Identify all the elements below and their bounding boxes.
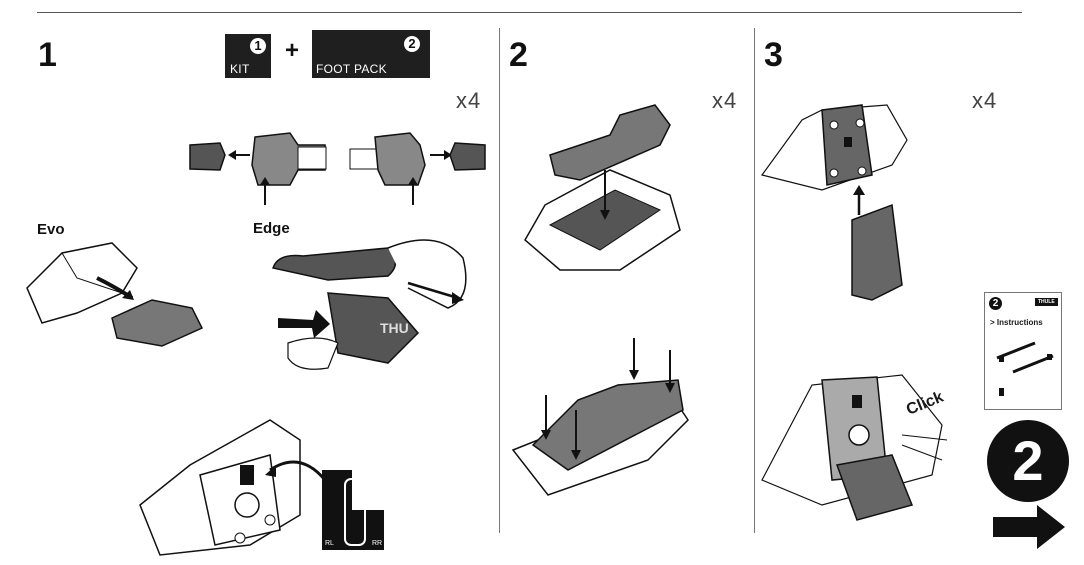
right-arrow-icon[interactable] — [993, 505, 1065, 549]
edge-label: Edge — [253, 220, 290, 237]
foot-pack-box: 2 FOOT PACK — [312, 30, 430, 78]
step-2-quantity: x4 — [712, 88, 738, 113]
foot-pack-label: FOOT PACK — [316, 62, 387, 76]
next-page-number: 2 — [987, 420, 1069, 502]
step-2-number: 2 — [509, 36, 528, 74]
booklet-title: > Instructions — [990, 318, 1043, 327]
label-rr: RR — [372, 540, 383, 547]
top-rule — [37, 12, 1022, 13]
evo-label: Evo — [37, 221, 65, 238]
foot-marking-illustration — [139, 419, 327, 556]
car-outline — [344, 478, 366, 546]
roof-bars-icon — [996, 341, 1054, 374]
bracket-click-illustration — [761, 374, 948, 521]
step-3-number: 3 — [764, 36, 783, 74]
kit-box: 1 KIT — [225, 34, 271, 78]
foot-pack-number: 2 — [404, 36, 420, 52]
booklet-brand: THULE — [1035, 298, 1058, 306]
label-fr: FR — [372, 505, 382, 512]
step-divider-1 — [499, 28, 500, 533]
plus-sign: + — [285, 37, 300, 64]
evo-foot-illustration — [26, 242, 204, 347]
label-rl: RL — [325, 540, 334, 547]
booklet-part-icon — [999, 388, 1004, 396]
kit-box-number: 1 — [250, 38, 266, 54]
kit-box-label: KIT — [230, 62, 250, 76]
edge-foot-illustration: THU — [272, 239, 467, 370]
step-1-number: 1 — [38, 36, 57, 74]
bracket-insert-illustration — [760, 104, 908, 301]
booklet-number: 2 — [989, 297, 1002, 310]
pad-press-illustration — [511, 338, 689, 496]
front-right-quadrant — [352, 470, 384, 510]
pad-placement-illustration — [524, 104, 681, 271]
step-divider-2 — [754, 28, 755, 533]
next-booklet: 2 THULE > Instructions — [984, 292, 1062, 410]
step-3-quantity: x4 — [972, 88, 998, 113]
edge-part-lettering: THU — [380, 320, 409, 336]
wheel-position-diagram: FR RL RR — [322, 470, 384, 550]
foot-disassembly-illustration — [189, 132, 486, 205]
step-1-quantity: x4 — [456, 88, 482, 113]
